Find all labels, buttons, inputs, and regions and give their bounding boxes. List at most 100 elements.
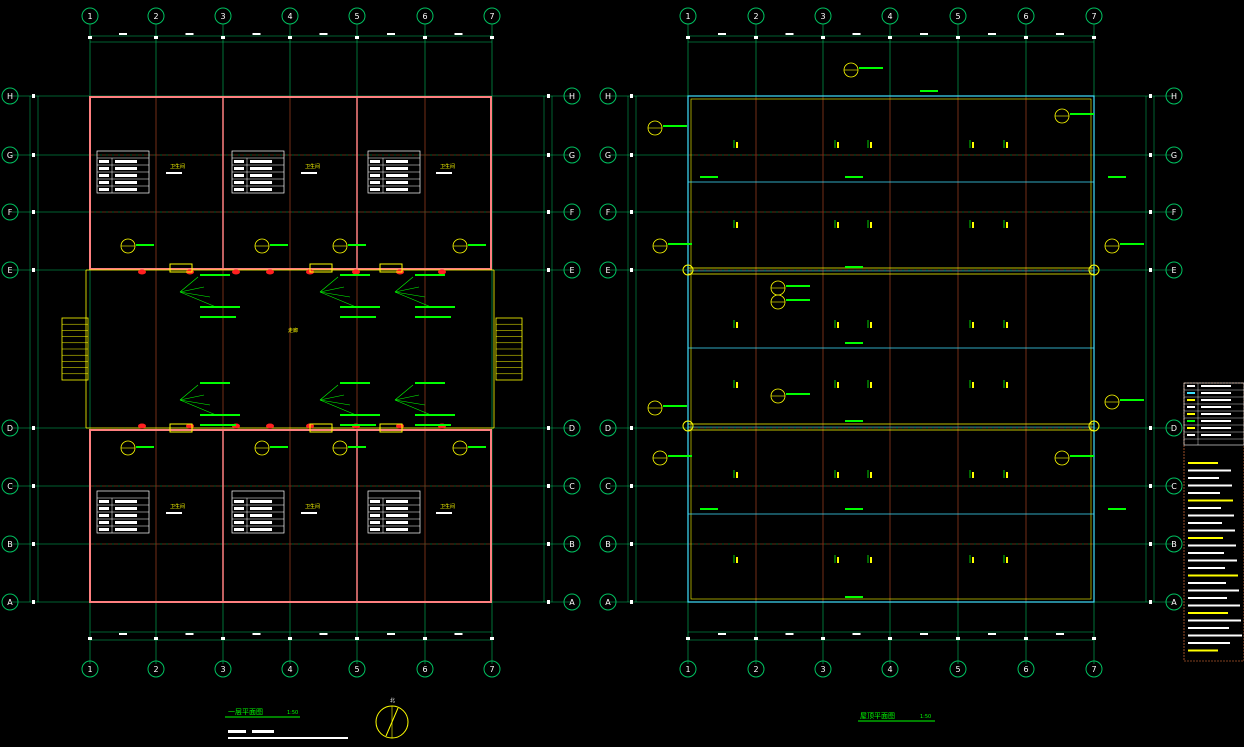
left-plan-dim-tick — [88, 637, 92, 640]
right-slope-arrow — [870, 322, 872, 328]
right-plan-col-bottom-7-circle — [1085, 660, 1103, 678]
right-slope-arrow — [972, 382, 974, 388]
left-room-3-table-cell — [115, 521, 137, 524]
left-plan-col-bottom-5-circle — [348, 660, 366, 678]
right-plan-col-top-2-label: 2 — [753, 12, 758, 21]
right-plan-col-top-6-circle — [1017, 7, 1035, 25]
left-plan-dim-text — [252, 633, 261, 635]
right-slope-arrow — [870, 382, 872, 388]
left-room-3-table-cell — [99, 507, 109, 510]
left-valve — [379, 423, 403, 433]
right-plan-dim-text — [1056, 633, 1064, 635]
right-plan-row-left-B-circle — [599, 535, 617, 553]
left-plan-row-right-H-circle — [563, 87, 581, 105]
left-room-1-table-cell — [234, 181, 244, 184]
legend-note-line — [1188, 604, 1240, 607]
right-slope-arrow — [837, 472, 839, 478]
left-room-0-table-cell — [115, 174, 137, 177]
right-slope-arrow — [972, 557, 974, 563]
right-plan-row-left-B-label: B — [605, 540, 611, 549]
left-plan-col-bottom-5-label: 5 — [354, 665, 359, 674]
left-room-0-table-cell — [115, 181, 137, 184]
right-label-2 — [1108, 176, 1126, 178]
right-plan-dim-tick — [888, 637, 892, 640]
right-tag-text — [663, 125, 687, 127]
legend-note-line — [1188, 507, 1221, 509]
right-plan-dim-tick — [1149, 210, 1152, 214]
left-annot-lower-0-leader — [179, 399, 211, 406]
left-valve — [169, 263, 193, 273]
left-annot-lower-1-leader — [319, 384, 339, 401]
legend-note-line — [1188, 559, 1237, 562]
left-room-4-label-sub — [301, 512, 317, 514]
left-lower-wall — [89, 429, 492, 603]
left-room-1-table-cell — [250, 181, 272, 184]
right-plan-col-bottom-3-label: 3 — [820, 665, 825, 674]
right-plan-row-left-G-circle — [599, 146, 617, 164]
right-slope-arrow — [837, 142, 839, 148]
left-plan-dim-text — [119, 633, 127, 635]
right-plan-dim-tick — [821, 36, 825, 39]
left-room-0-table-cell — [115, 167, 137, 170]
left-room-2-table-cell — [386, 181, 408, 184]
left-tag-text — [136, 244, 154, 246]
right-tag-text — [1120, 399, 1144, 401]
right-drain-3 — [1088, 420, 1100, 432]
left-room-1-table-cell — [234, 174, 244, 177]
right-plan-row-right-G-circle — [1165, 146, 1183, 164]
legend-text — [1201, 434, 1231, 436]
legend-note-line — [1188, 552, 1224, 554]
left-annot-upper-0-text — [200, 306, 240, 308]
right-plan-col-top-5-circle — [949, 7, 967, 25]
left-red-pipe — [138, 423, 146, 429]
right-slope-arrow — [870, 472, 872, 478]
left-plan-dim-tick — [32, 542, 35, 546]
left-room-0-table-cell — [115, 160, 137, 163]
right-tag-text — [859, 67, 883, 69]
left-plan-dim-text — [252, 33, 261, 35]
right-slope-arrow — [736, 382, 738, 388]
left-annot-upper-2-text — [415, 306, 455, 308]
right-slope-arrow — [1006, 322, 1008, 328]
left-room-5-label-sub — [436, 512, 452, 514]
right-slope-arrow — [972, 322, 974, 328]
left-room-4-table-cell — [234, 500, 244, 503]
right-slope-arrow — [1006, 142, 1008, 148]
left-room-4-table-cell — [234, 514, 244, 517]
legend-swatch — [1187, 434, 1195, 436]
right-drain-0 — [682, 264, 694, 276]
right-plan-col-top-6-label: 6 — [1023, 12, 1028, 21]
right-plan-dim-tick — [630, 94, 633, 98]
left-upper-wall — [89, 96, 492, 270]
left-plan-dim-tick — [423, 637, 427, 640]
right-plan-row-right-C-circle — [1165, 477, 1183, 495]
left-annot-upper-2-leader — [394, 291, 426, 298]
right-label-5 — [845, 420, 863, 422]
left-room-0-table-cell — [99, 174, 109, 177]
right-plan-col-top-7-label: 7 — [1091, 12, 1096, 21]
legend-note-line — [1188, 612, 1228, 614]
left-plan-row-right-C-circle — [563, 477, 581, 495]
left-room-0-label-sub — [166, 172, 182, 174]
legend-note-line — [1188, 597, 1227, 599]
left-tag-text — [468, 446, 486, 448]
left-corridor-label: 走廊 — [288, 327, 298, 334]
left-room-1-table-cell — [234, 160, 244, 163]
right-slope-arrow — [736, 472, 738, 478]
right-plan-col-bottom-4-circle — [881, 660, 899, 678]
left-room-0-table-cell — [99, 167, 109, 170]
right-slope-arrow — [837, 222, 839, 228]
left-plan-dim-tick — [490, 36, 494, 39]
left-room-5-table-cell — [370, 521, 380, 524]
right-plan-dim-text — [988, 33, 996, 35]
left-plan-row-left-F-label: F — [8, 208, 13, 217]
left-red-pipe — [438, 269, 446, 275]
right-slope-arrow — [972, 472, 974, 478]
left-room-2-table-cell — [370, 174, 380, 177]
left-plan-row-right-C-label: C — [569, 482, 575, 491]
legend-swatch — [1187, 413, 1195, 415]
left-valve — [379, 263, 403, 273]
left-room-4-table-cell — [250, 514, 272, 517]
right-plan-col-bottom-6-circle — [1017, 660, 1035, 678]
